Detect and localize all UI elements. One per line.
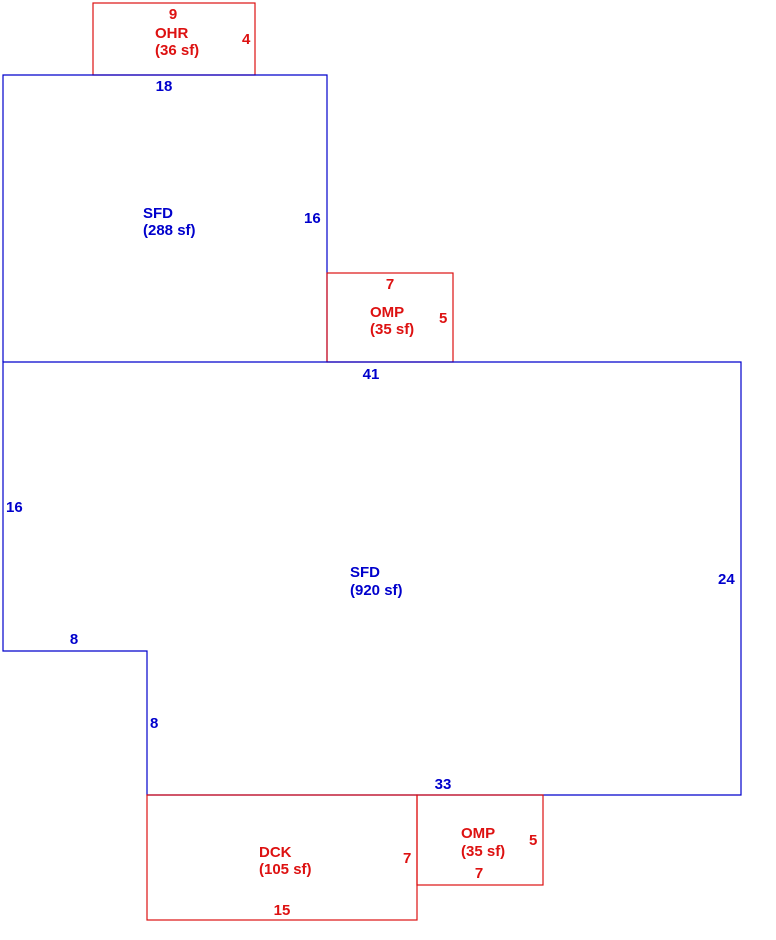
omp-lower-area-label: (35 sf): [461, 843, 505, 860]
omp-lower-outline: [416, 794, 544, 886]
sfd-main-dim-right: 24: [718, 571, 735, 588]
sfd-main-dim-step-top: 8: [70, 631, 78, 648]
ohr-dim-top: 9: [169, 6, 177, 23]
sfd-upper-dim-right: 16: [304, 210, 321, 227]
omp-upper-dim-right: 5: [439, 310, 447, 327]
sfd-main-dim-top: 41: [363, 366, 380, 383]
omp-upper-code-label: OMP: [370, 304, 404, 321]
omp-lower-dim-right: 5: [529, 832, 537, 849]
area-sfd-upper: 18 SFD (288 sf) 16: [2, 74, 328, 362]
sfd-main-dim-step-side: 8: [150, 715, 158, 732]
area-omp-upper: 7 OMP (35 sf) 5: [326, 272, 454, 363]
omp-upper-area-label: (35 sf): [370, 321, 414, 338]
sfd-main-dim-bottom: 33: [435, 776, 452, 793]
sfd-main-code-label: SFD: [350, 564, 380, 581]
omp-lower-code-label: OMP: [461, 825, 495, 842]
dck-area-label: (105 sf): [259, 861, 312, 878]
sfd-upper-area-label: (288 sf): [143, 222, 196, 239]
dck-code-label: DCK: [259, 844, 292, 861]
sfd-upper-code-label: SFD: [143, 205, 173, 222]
sfd-upper-outline: [2, 74, 328, 362]
ohr-area-label: (36 sf): [155, 42, 199, 59]
sfd-main-area-label: (920 sf): [350, 582, 403, 599]
dck-dim-right: 7: [403, 850, 411, 867]
sfd-main-dim-left: 16: [6, 499, 23, 516]
ohr-dim-right: 4: [242, 31, 251, 48]
sfd-upper-dim-top: 18: [156, 78, 173, 95]
ohr-code-label: OHR: [155, 25, 189, 42]
omp-upper-dim-top: 7: [386, 276, 394, 293]
area-omp-lower: OMP (35 sf) 5 7: [416, 794, 544, 886]
omp-lower-dim-bottom: 7: [475, 865, 483, 882]
dck-dim-bottom: 15: [274, 902, 291, 919]
